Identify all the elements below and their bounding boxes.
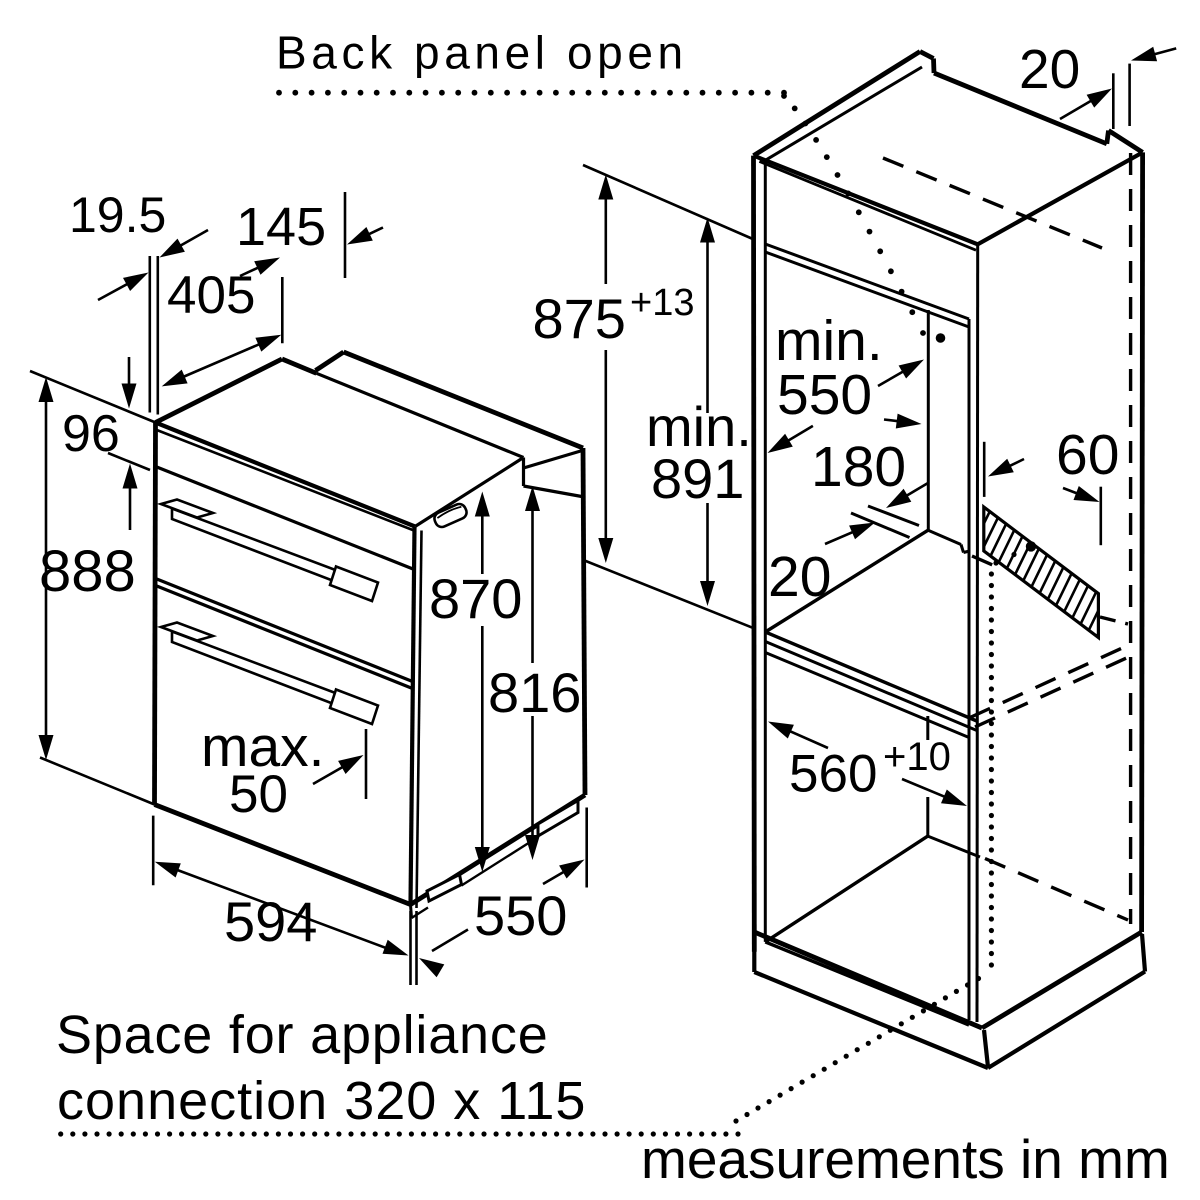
svg-text:870: 870	[429, 567, 522, 630]
svg-text:Space for appliance: Space for appliance	[56, 1005, 549, 1065]
svg-text:96: 96	[62, 405, 120, 463]
svg-text:891: 891	[651, 447, 744, 510]
svg-text:+10: +10	[883, 735, 951, 779]
svg-text:888: 888	[39, 539, 136, 604]
svg-text:connection 320 x 115: connection 320 x 115	[57, 1071, 586, 1131]
svg-text:60: 60	[1056, 423, 1119, 487]
svg-text:Back panel open: Back panel open	[276, 27, 688, 79]
svg-text:min.: min.	[775, 309, 883, 373]
svg-text:816: 816	[488, 661, 581, 724]
svg-text:min.: min.	[646, 395, 752, 458]
svg-text:measurements in mm: measurements in mm	[641, 1128, 1170, 1190]
svg-text:20: 20	[768, 545, 831, 609]
svg-text:875: 875	[533, 287, 626, 350]
svg-text:560: 560	[789, 745, 877, 804]
svg-text:145: 145	[236, 197, 326, 257]
svg-text:20: 20	[1019, 38, 1080, 100]
svg-text:19.5: 19.5	[69, 187, 166, 243]
svg-text:594: 594	[224, 890, 317, 953]
svg-text:550: 550	[777, 363, 872, 427]
svg-text:max.: max.	[201, 715, 325, 779]
svg-text:180: 180	[811, 435, 906, 499]
svg-text:+13: +13	[630, 282, 694, 324]
svg-text:50: 50	[229, 765, 288, 824]
svg-text:550: 550	[474, 884, 567, 947]
